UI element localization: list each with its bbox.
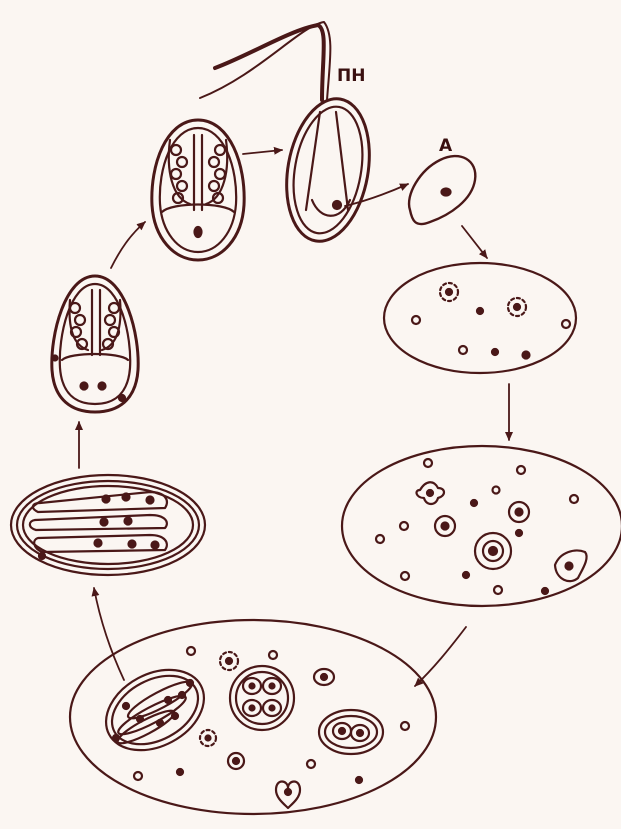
pansporoblast xyxy=(11,475,205,575)
arrow-developing-to-sporoblasts xyxy=(415,627,466,686)
label-polar-filament: ПН xyxy=(337,66,365,86)
arrow-sporoplasm-to-meront xyxy=(462,226,487,258)
arrow-mature-to-extruded xyxy=(243,150,282,154)
sporoplasm-stage xyxy=(409,156,475,224)
cycle-arrows xyxy=(79,150,509,686)
immature-spore xyxy=(52,276,138,412)
arrow-immature-to-mature xyxy=(111,222,145,268)
label-sporoplasm: А xyxy=(439,136,453,156)
sporoblast-cyst xyxy=(92,654,218,766)
sporont xyxy=(230,666,294,730)
early-meront-cell xyxy=(384,263,576,373)
developing-host-cell xyxy=(342,446,621,606)
mature-spore xyxy=(152,120,244,260)
diplokaryon-meront xyxy=(319,710,383,754)
host-cell-with-sporoblasts xyxy=(70,620,436,814)
